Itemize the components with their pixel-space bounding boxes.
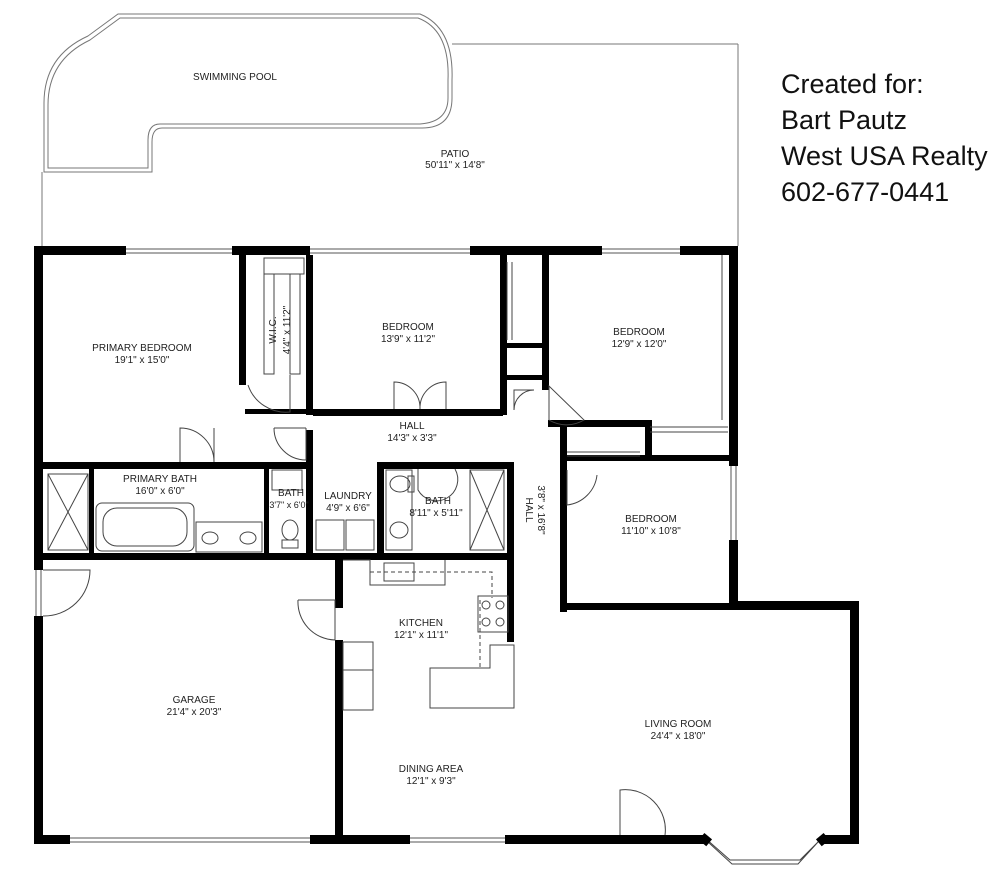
living-room-size: 24'4" x 18'0" [651,731,706,742]
bedroom-2-label: BEDROOM [613,327,665,338]
bath-small-label: BATH [278,488,304,499]
bath-small-size: 3'7" x 6'0" [269,500,308,510]
wic-size: 4'4" x 11'2" [282,305,293,354]
patio-size: 50'11" x 14'8" [425,160,485,171]
primary-bedroom-size: 19'1" x 15'0" [115,355,170,366]
garage-label: GARAGE [173,695,216,706]
laundry-label: LAUNDRY [324,491,372,502]
exterior-walls [34,246,859,844]
patio-outline [41,43,739,246]
bath-2-size: 8'11" x 5'11" [409,508,463,519]
primary-bath-size: 16'0" x 6'0" [135,486,185,497]
bath-fixtures [47,469,505,553]
hall-1-label: HALL [399,421,424,432]
brokerage-name: West USA Realty [781,141,988,171]
bedroom-3-label: BEDROOM [625,514,677,525]
kitchen-fixtures [342,559,515,711]
hall-1-size: 14'3" x 3'3" [387,433,437,444]
closet-shelves [263,255,728,457]
bay-window [704,837,823,865]
bedroom-1-label: BEDROOM [382,322,434,333]
interior-walls [43,255,736,840]
credit-heading: Created for: [781,69,924,99]
bedroom-3-size: 11'10" x 10'8" [621,526,681,537]
pool-label: SWIMMING POOL [193,72,277,83]
agent-name: Bart Pautz [781,105,908,135]
swimming-pool-outline [43,13,453,173]
bath-2-label: BATH [425,496,451,507]
phone-number: 602-677-0441 [781,177,950,207]
living-room-label: LIVING ROOM [645,719,712,730]
bedroom-1-size: 13'9" x 11'2" [381,334,436,345]
kitchen-label: KITCHEN [399,618,443,629]
hall-2-size: 3'8" x 16'8" [535,485,546,535]
dining-area-size: 12'1" x 9'3" [406,776,456,787]
hall-2-label: HALL [523,497,534,522]
laundry-size: 4'9" x 6'6" [326,503,370,514]
dining-area-label: DINING AREA [399,764,464,775]
patio-label: PATIO [441,149,470,160]
bedroom-2-size: 12'9" x 12'0" [612,339,667,350]
garage-size: 21'4" x 20'3" [167,707,222,718]
windows [35,248,737,843]
credit-block: Created for: Bart Pautz West USA Realty … [781,66,988,210]
wic-label: W.I.C. [268,316,279,343]
kitchen-size: 12'1" x 11'1" [394,630,449,641]
primary-bath-label: PRIMARY BATH [123,474,197,485]
doors [42,375,666,836]
primary-bedroom-label: PRIMARY BEDROOM [92,343,192,354]
